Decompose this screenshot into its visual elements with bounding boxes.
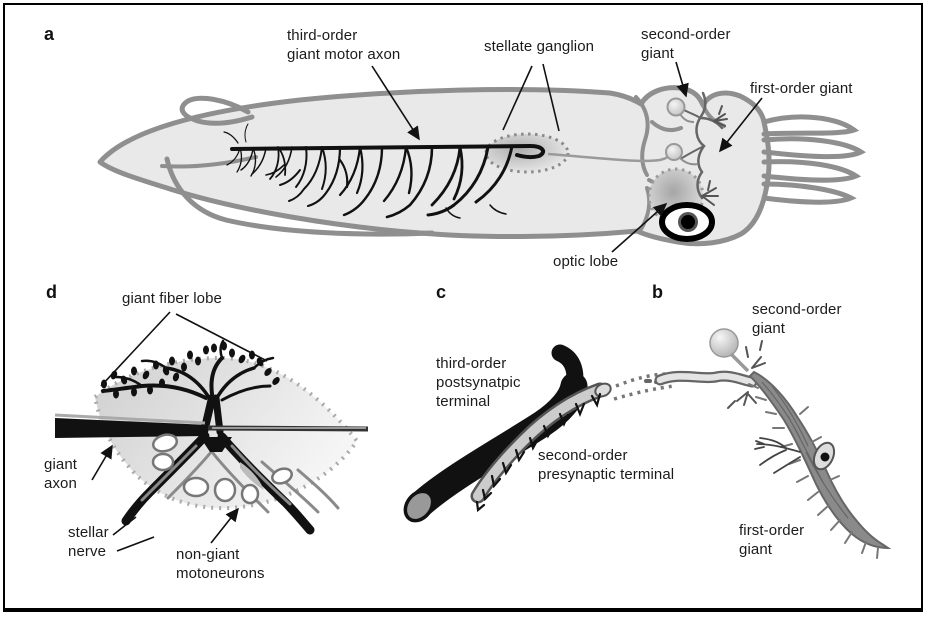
arm-1: [761, 114, 860, 137]
pointer-fiber-lobe-left: [100, 311, 171, 387]
panel-letter-d: d: [46, 282, 57, 302]
arrow-non-giant-motoneurons: [210, 507, 239, 544]
arm-3: [761, 159, 862, 183]
second-order-cell-upper: [666, 97, 686, 117]
pointer-stellar-nerve-1: [112, 516, 137, 536]
second-order-giant-soma: [709, 328, 739, 358]
panel-letter-c: c: [436, 282, 447, 302]
third-order-hook: [551, 344, 584, 395]
label-third-order-giant-motor-axon: third-order giant motor axon: [287, 27, 401, 63]
second-order-stalk: [729, 352, 750, 373]
junction-tufts: [727, 340, 766, 409]
label-giant-fiber-lobe: giant fiber lobe: [122, 290, 223, 307]
panel-c-terminals: [403, 344, 675, 523]
interdigitating-spikes: [475, 392, 602, 513]
axon-from-c: [644, 370, 758, 388]
dendritic-tuft-upper: [713, 105, 728, 127]
pointer-fiber-lobe-right: [175, 313, 268, 362]
figure-frame: [3, 3, 923, 612]
first-order-hatching: [761, 381, 849, 519]
stellar-nerves: [121, 431, 340, 535]
label-first-order-giant-b: first-order giant: [739, 522, 805, 558]
nerve-junction: [200, 437, 232, 452]
pointer-stellate-left: [502, 65, 533, 131]
eye: [659, 202, 715, 242]
arm-2: [761, 136, 866, 160]
annotation-arrows: [91, 61, 763, 552]
first-order-giant-neuron: [681, 91, 728, 206]
label-third-order-postsynaptic-terminal: third-order postsynatpic terminal: [436, 355, 521, 410]
arrow-giant-axon: [91, 444, 113, 481]
arrow-third-order-motor-axon: [371, 65, 420, 141]
giant-axon-tube: [54, 413, 369, 438]
label-second-order-giant-a: second-order giant: [641, 26, 731, 62]
axon-arborization: [223, 123, 514, 219]
label-stellar-nerve: stellar nerve: [68, 524, 109, 560]
squid-fin-top: [179, 95, 255, 126]
label-giant-axon: giant axon: [44, 456, 78, 492]
panel-b-giants: [644, 328, 892, 559]
label-second-order-giant-b: second-order giant: [752, 301, 842, 337]
first-order-dendrite-tuft: [754, 437, 801, 474]
label-non-giant-motoneurons: non-giant motoneurons: [176, 546, 265, 582]
stellate-ganglion: [484, 132, 570, 174]
arrow-second-order-giant-a: [675, 61, 689, 98]
panel-d-ganglion-detail: [54, 339, 369, 535]
arrow-optic-lobe: [611, 202, 668, 253]
axon-cut-end: [403, 489, 435, 523]
second-order-giant-cells: [665, 97, 699, 166]
label-second-order-presynaptic-terminal: second-order presynaptic terminal: [538, 447, 675, 483]
presynaptic-cap: [594, 382, 612, 398]
panel-letter-a: a: [44, 24, 55, 44]
pointer-stellate-right: [542, 63, 560, 132]
second-order-cell-lower: [665, 143, 683, 161]
squid-arms: [761, 114, 866, 205]
squid-fin-edge: [160, 155, 258, 169]
non-giant-motoneurons: [151, 433, 293, 505]
first-order-nucleolus: [820, 452, 830, 462]
pointer-stellar-nerve-2: [116, 536, 155, 552]
panel-letter-b: b: [652, 282, 663, 302]
label-stellate-ganglion: stellate ganglion: [484, 38, 595, 55]
second-order-presynaptic-tube: [473, 385, 605, 501]
panel-a-squid: [97, 85, 866, 247]
arm-4: [761, 181, 857, 205]
arrow-first-order-giant-a: [719, 97, 763, 153]
label-optic-lobe: optic lobe: [553, 253, 619, 270]
first-order-spikes: [748, 383, 879, 559]
axon-hook: [515, 144, 546, 160]
dendritic-tuft-lower: [701, 180, 719, 206]
label-first-order-giant-a: first-order giant: [750, 80, 853, 97]
squid-fin-bottom: [164, 156, 435, 237]
